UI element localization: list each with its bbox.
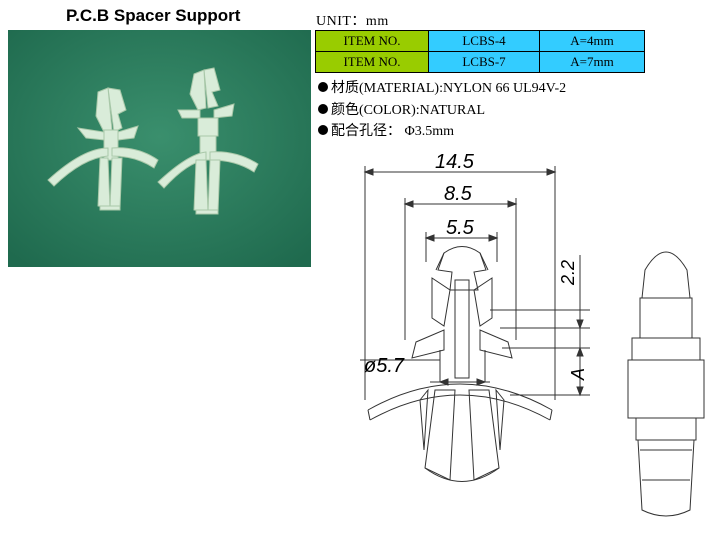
dim-diameter-label: ø5.7 (364, 355, 405, 377)
item-code-cell: LCBS-7 (428, 51, 540, 73)
list-item: 材质(MATERIAL):NYLON 66 UL94V-2 (318, 78, 566, 100)
technical-drawing: 14.5 8.5 5.5 ø5.7 2.2 A (360, 151, 705, 517)
product-photo (8, 30, 311, 267)
table-row: ITEM NO. LCBS-4 A=4mm (315, 30, 645, 52)
list-item: 颜色(COLOR):NATURAL (318, 100, 566, 122)
spacer-right-shape (157, 67, 259, 215)
list-item: 配合孔径： Φ3.5mm (318, 121, 566, 143)
item-dimension-cell: A=4mm (539, 30, 645, 52)
spacer-left-shape (47, 87, 159, 211)
bullet-icon (318, 103, 328, 114)
property-list: 材质(MATERIAL):NYLON 66 UL94V-2 颜色(COLOR):… (318, 78, 566, 143)
table-row: ITEM NO. LCBS-7 A=7mm (315, 51, 645, 73)
hole-size-text: 配合孔径： Φ3.5mm (331, 124, 455, 139)
item-label-cell: ITEM NO. (315, 30, 429, 52)
dim-top-height-label: 2.2 (558, 260, 578, 286)
unit-label: UNIT：mm (316, 14, 389, 29)
bullet-icon (318, 82, 328, 92)
bullet-icon (318, 125, 328, 135)
material-text: 材质(MATERIAL):NYLON 66 UL94V-2 (331, 81, 567, 96)
dim-total-width-label: 14.5 (435, 151, 475, 173)
item-code-cell: LCBS-4 (428, 30, 540, 52)
dim-width-3-label: 5.5 (446, 217, 475, 239)
dim-width-2-label: 8.5 (444, 183, 473, 205)
item-label-cell: ITEM NO. (315, 51, 429, 73)
color-text: 颜色(COLOR):NATURAL (331, 102, 485, 118)
spec-table: ITEM NO. LCBS-4 A=4mm ITEM NO. LCBS-7 A=… (315, 30, 645, 73)
product-title: P.C.B Spacer Support (66, 6, 241, 25)
spacer-photo-image (8, 30, 311, 267)
dim-a-label: A (568, 368, 588, 381)
item-dimension-cell: A=7mm (539, 51, 645, 73)
